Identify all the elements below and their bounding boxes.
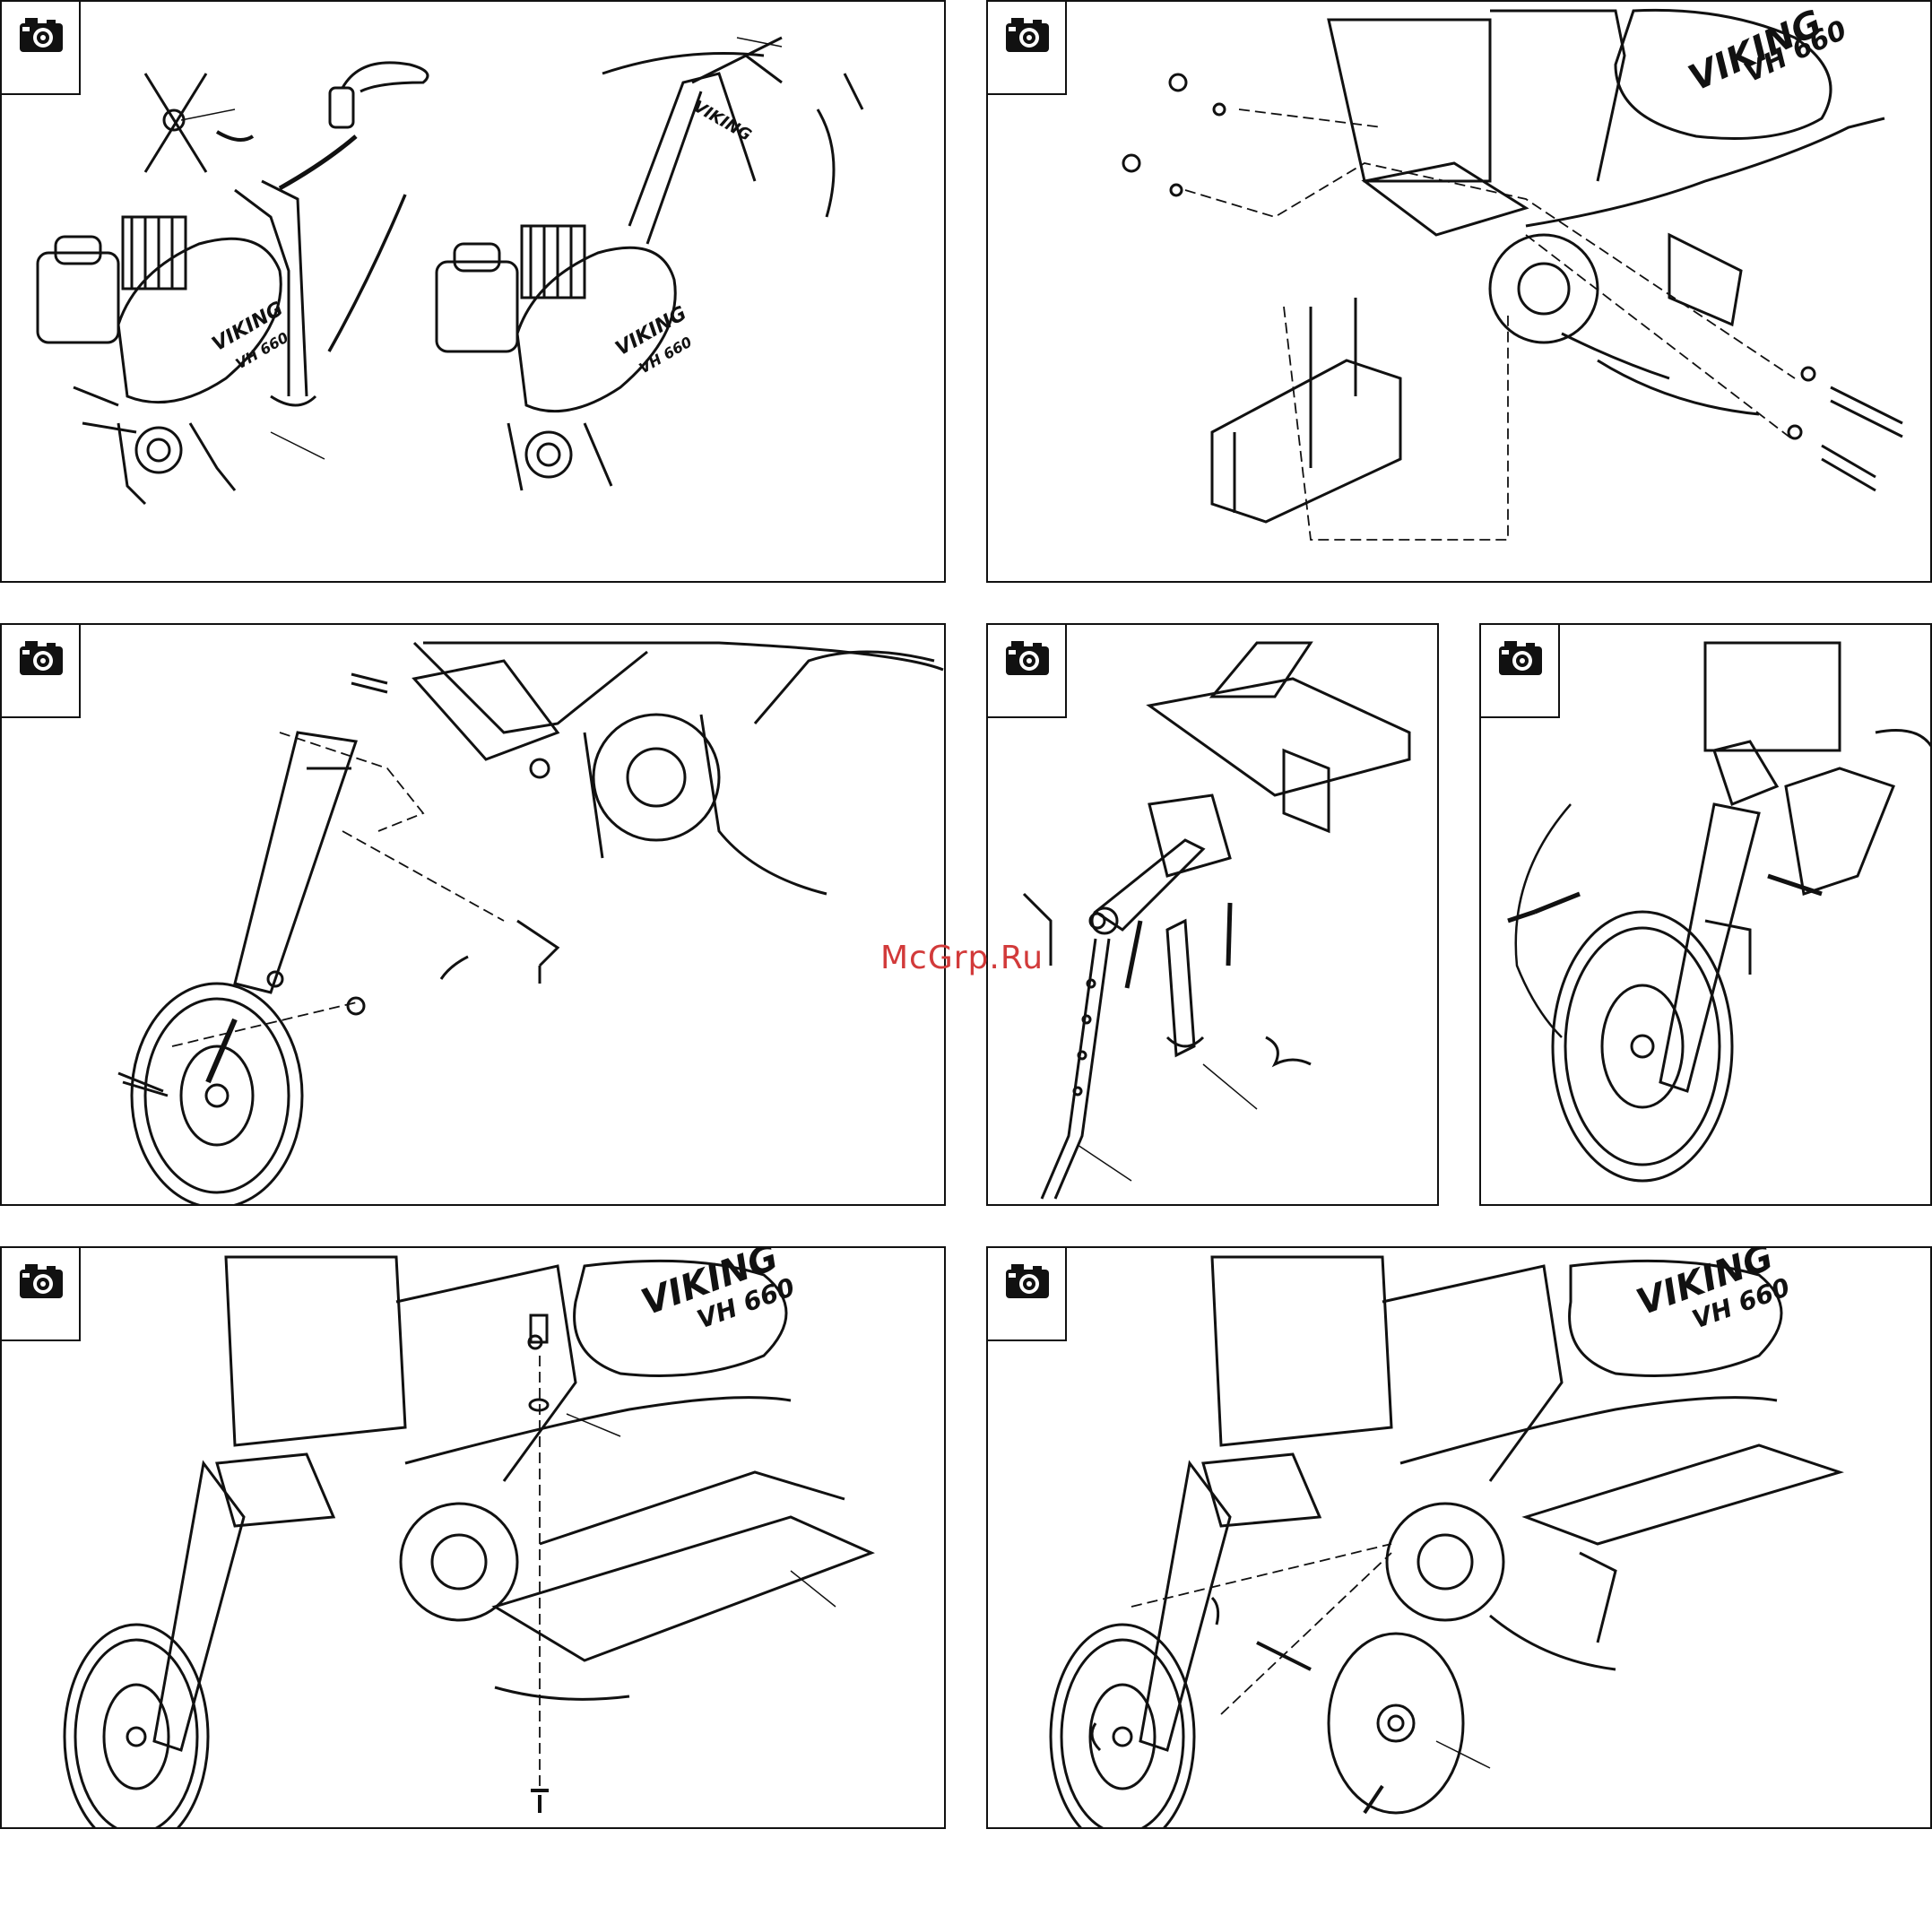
panel-7: VIKING VH 660 xyxy=(986,1246,1932,1829)
illustration-outer-disc: VIKING VH 660 xyxy=(988,1248,1932,1829)
panel-4 xyxy=(986,623,1439,1206)
tiller-right xyxy=(437,38,862,490)
panel-3 xyxy=(0,623,946,1206)
illustration-side-plate: VIKING VH 660 xyxy=(2,1248,946,1829)
illustration-wheel-adjust xyxy=(1481,625,1932,1206)
illustration-bracket-mount: VIKING VH 660 xyxy=(988,2,1932,583)
illustration-depth-bar xyxy=(988,625,1439,1206)
illustration-handlebar-fold: VIKING VH 660 VIKING VIKING VH 660 xyxy=(2,2,946,583)
panel-1: VIKING VH 660 VIKING VIKING VH 660 xyxy=(0,0,946,583)
watermark: McGrp.Ru xyxy=(880,940,1044,976)
panel-6: VIKING VH 660 xyxy=(0,1246,946,1829)
panel-5 xyxy=(1479,623,1932,1206)
illustration-wheel-arm xyxy=(2,625,946,1206)
brand-logo-2: VIKING xyxy=(690,97,755,145)
panel-2: VIKING VH 660 xyxy=(986,0,1932,583)
